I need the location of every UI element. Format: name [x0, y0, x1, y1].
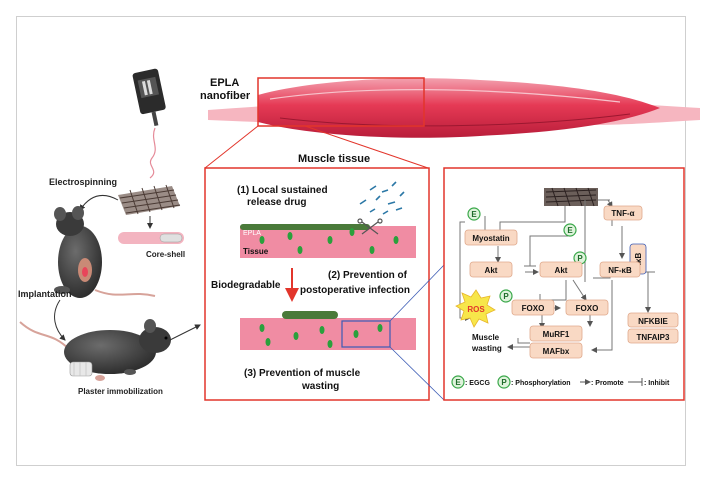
zoom-line-left	[204, 125, 259, 169]
epla-layer-2	[282, 311, 338, 319]
svg-text:TNFAIP3: TNFAIP3	[637, 333, 670, 342]
node-murf1: MuRF1	[529, 325, 583, 342]
epla-layer-1	[240, 224, 370, 230]
mouse-icon-immobilized	[19, 319, 171, 381]
muscle-wasting-line1: Muscle	[472, 333, 500, 342]
arrow-to-mouse	[79, 195, 119, 211]
node-nfkb: NF-κB	[599, 261, 641, 278]
svg-text:E: E	[471, 210, 477, 219]
item2-line1: (2) Prevention of	[328, 270, 408, 281]
electrospinning-label: Electrospinning	[49, 177, 117, 187]
svg-text:P: P	[577, 254, 583, 263]
svg-text:FOXO: FOXO	[576, 304, 599, 313]
node-foxo-2: FOXO	[565, 299, 609, 316]
muscle-illustration	[208, 77, 700, 138]
epla-label-2: nanofiber	[200, 90, 251, 102]
node-akt-1: Akt	[469, 261, 513, 278]
item1-line1: (1) Local sustained	[237, 185, 328, 196]
arrow-to-mouse2	[54, 299, 66, 341]
item1-line2: release drug	[247, 197, 306, 208]
zoom-line-right	[304, 125, 429, 169]
node-mafbx: MAFbx	[529, 342, 583, 359]
implantation-label: Implantation	[18, 289, 72, 299]
node-nfkbie: NFKBIE	[627, 312, 679, 328]
electrospinning-device-icon	[132, 68, 166, 179]
legend-promote: : Promote	[591, 380, 624, 387]
svg-text:Akt: Akt	[485, 266, 498, 275]
muscle-highlight-box	[257, 77, 425, 127]
epla-strip-label: EPLA	[243, 230, 261, 237]
svg-text:TNF-α: TNF-α	[611, 209, 634, 218]
item3-line2: wasting	[301, 381, 339, 392]
nanofiber-mesh-icon	[118, 184, 181, 215]
scissors-icon	[357, 218, 383, 235]
legend-egcg: : EGCG	[465, 380, 490, 387]
pathway-panel-box	[443, 167, 685, 401]
node-akt-2: Akt	[539, 261, 583, 278]
svg-text:MAFbx: MAFbx	[543, 347, 570, 356]
svg-text:FOXO: FOXO	[522, 304, 545, 313]
plaster-label: Plaster immobilization	[78, 387, 163, 396]
biodegradable-label: Biodegradable	[211, 280, 281, 291]
egcg-badge-2: E	[563, 223, 577, 237]
svg-text:MuRF1: MuRF1	[543, 330, 570, 339]
muscle-tissue-label: Muscle tissue	[298, 153, 370, 165]
svg-text:Akt: Akt	[555, 266, 568, 275]
drug-dots-1	[259, 228, 399, 254]
pathway-fiber-icon	[544, 187, 598, 207]
mouse-icon-upright	[54, 206, 156, 298]
svg-text:E: E	[455, 378, 461, 387]
svg-text:ROS: ROS	[467, 305, 485, 314]
tissue-strip-label: Tissue	[243, 247, 269, 256]
node-myostatin: Myostatin	[464, 229, 518, 246]
drug-dots-2	[259, 324, 383, 348]
svg-text:IκB: IκB	[634, 253, 643, 266]
middle-panel-box	[204, 167, 430, 401]
ros-burst: ROS	[455, 289, 496, 328]
zoom-line-bottom	[389, 346, 445, 401]
svg-text:P: P	[501, 378, 507, 387]
muscle-wasting-line2: wasting	[471, 344, 502, 353]
core-shell-label: Core-shell	[146, 250, 185, 259]
node-tnfaip3: TNFAIP3	[627, 328, 679, 344]
epla-label-1: EPLA	[210, 77, 239, 89]
arrow-to-middle	[169, 324, 201, 341]
svg-text:NFKBIE: NFKBIE	[638, 317, 668, 326]
egcg-badge-1: E	[467, 207, 481, 221]
zoom-line-top	[389, 264, 445, 322]
item3-line1: (3) Prevention of muscle	[244, 368, 361, 379]
node-tnf: TNF-α	[603, 205, 643, 221]
svg-text:P: P	[503, 292, 509, 301]
legend-inhibit: : Inhibit	[644, 380, 670, 387]
svg-text:NF-κB: NF-κB	[608, 266, 632, 275]
node-foxo-1: FOXO	[511, 299, 555, 316]
svg-text:Myostatin: Myostatin	[472, 234, 509, 243]
legend-phosphorylation: : Phosphorylation	[511, 380, 571, 387]
drug-particles-icon	[359, 181, 405, 215]
core-shell-fiber-icon	[118, 232, 184, 244]
svg-text:E: E	[567, 226, 573, 235]
phospho-badge-2: P	[499, 289, 513, 303]
pathway-legend: E : EGCG P : Phosphorylation : Promote :…	[451, 375, 670, 389]
zoom-box	[341, 320, 391, 348]
item2-line2: postoperative infection	[300, 285, 410, 296]
